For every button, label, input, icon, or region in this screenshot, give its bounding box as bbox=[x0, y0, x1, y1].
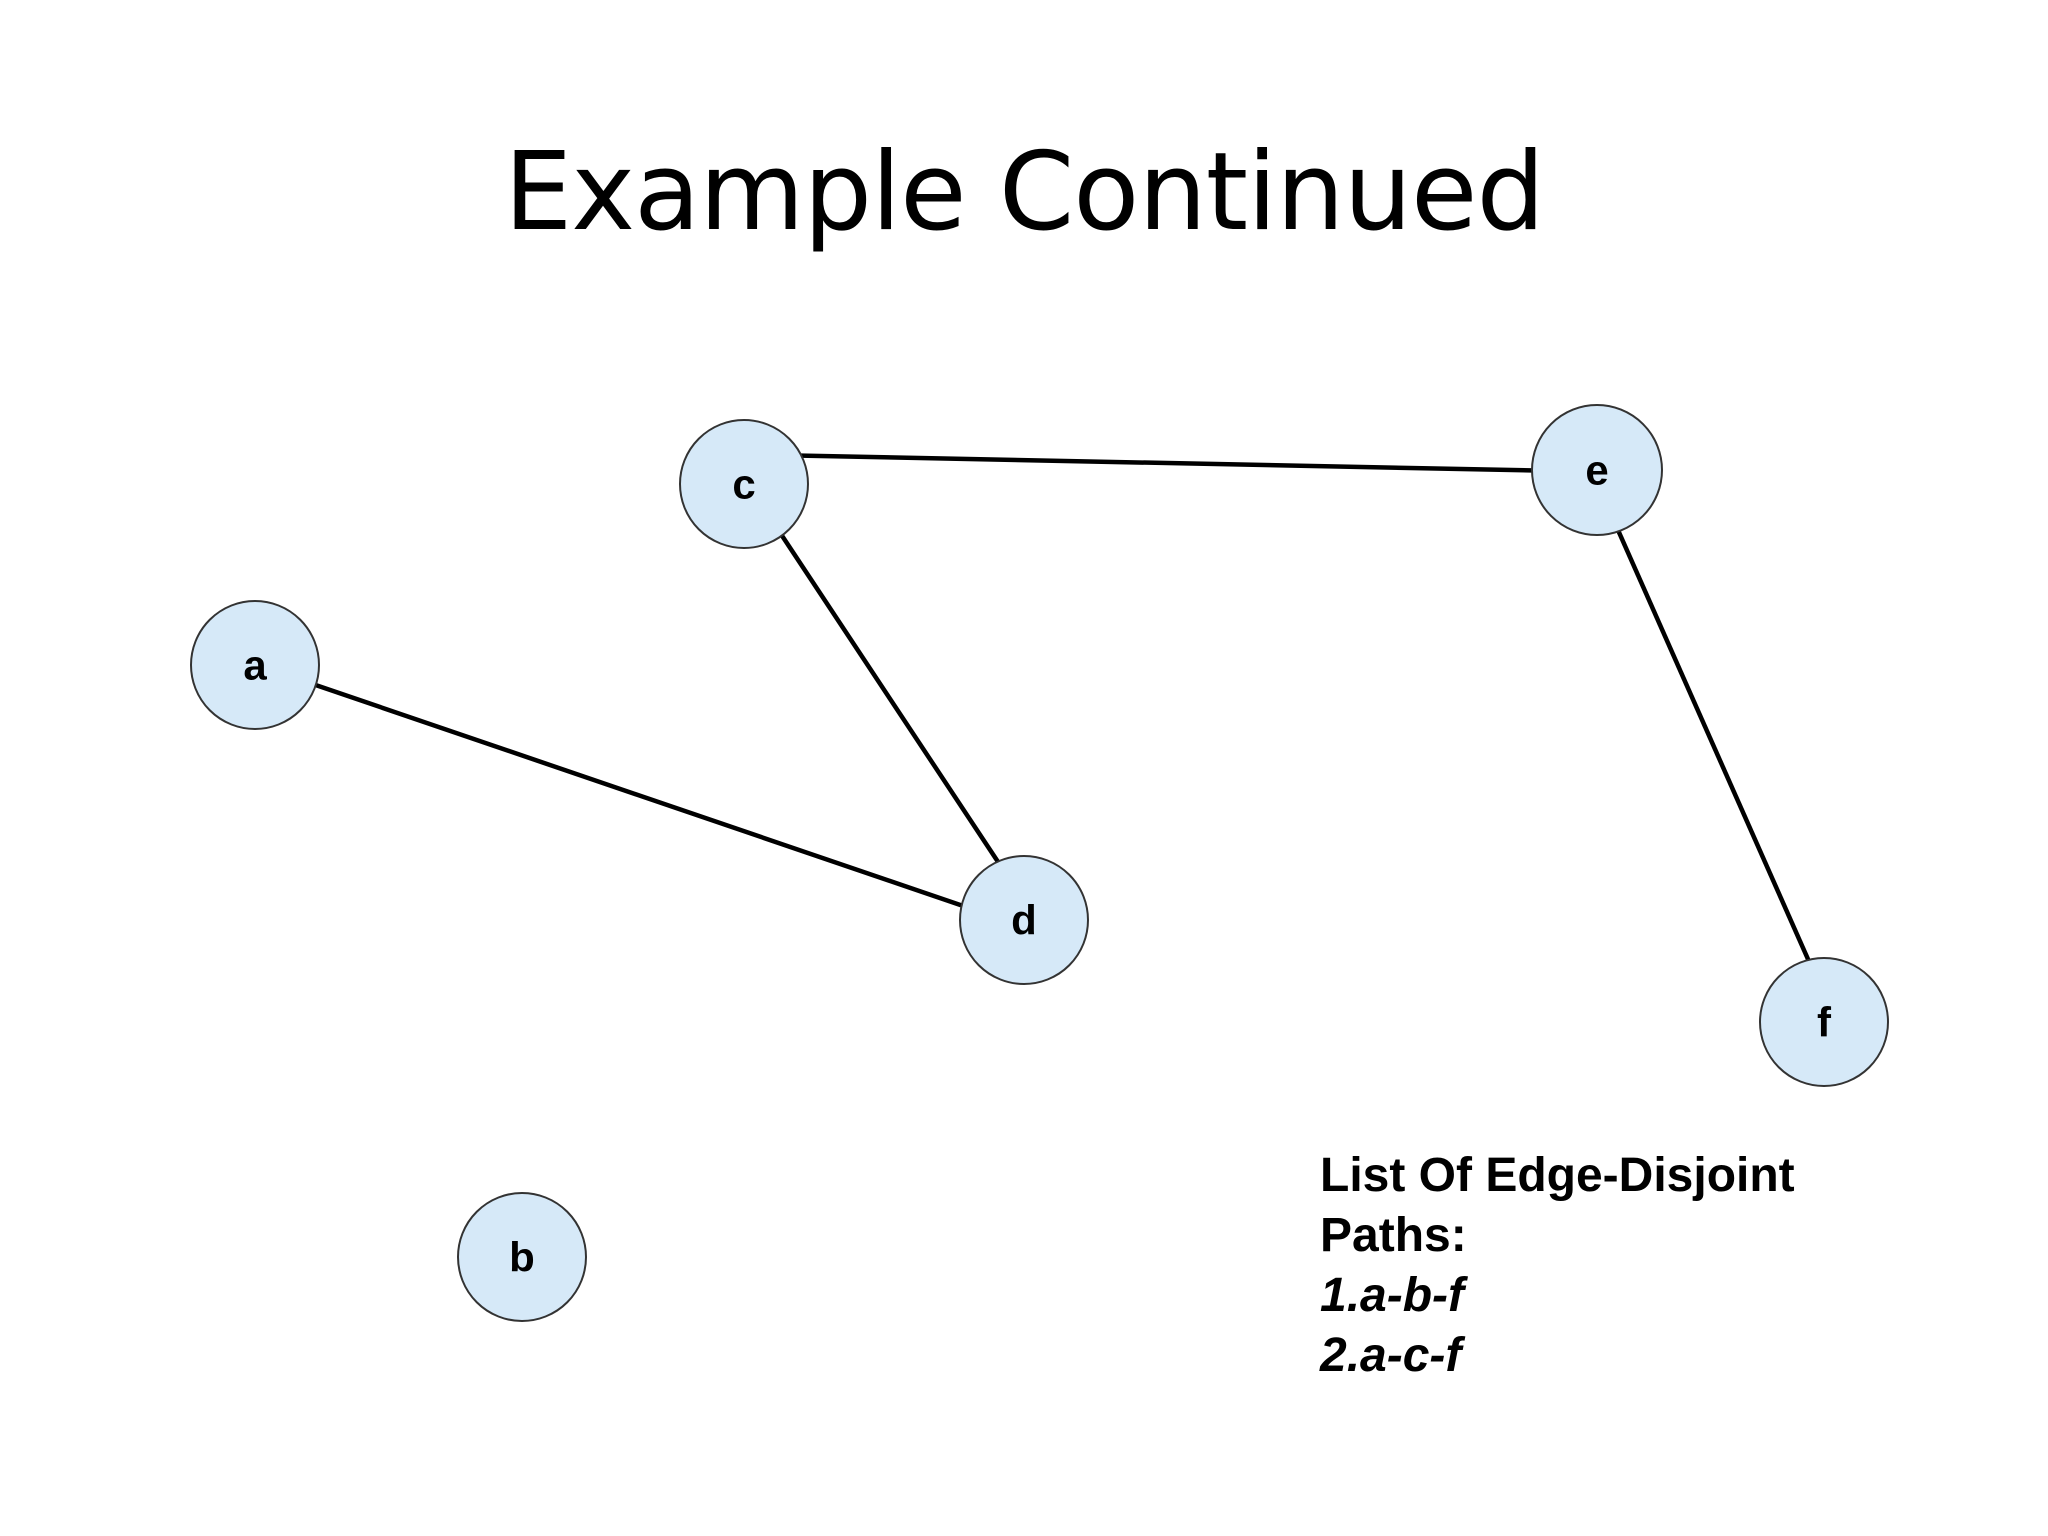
edge-c-d bbox=[763, 508, 1012, 882]
node-b-label: b bbox=[509, 1234, 535, 1281]
paths-heading: List Of Edge-Disjoint Paths: bbox=[1320, 1149, 1795, 1262]
path-item-1: 1.a-b-f bbox=[1320, 1269, 1464, 1322]
edge-disjoint-paths-block: List Of Edge-Disjoint Paths: 1.a-b-f 2.a… bbox=[1320, 1146, 1880, 1386]
edge-e-f bbox=[1607, 511, 1818, 976]
path-item-2: 2.a-c-f bbox=[1320, 1329, 1462, 1382]
node-c bbox=[679, 419, 809, 549]
edge-c-e bbox=[769, 452, 1561, 474]
node-d bbox=[959, 855, 1089, 985]
node-a-label: a bbox=[243, 642, 267, 689]
node-e bbox=[1531, 404, 1663, 536]
node-f bbox=[1759, 957, 1889, 1087]
slide-title: Example Continued bbox=[503, 130, 1545, 255]
node-f-label: f bbox=[1817, 999, 1832, 1046]
node-c-label: c bbox=[732, 461, 755, 508]
node-d-label: d bbox=[1011, 897, 1037, 944]
edge-a-d bbox=[294, 675, 976, 913]
node-e-label: e bbox=[1585, 447, 1608, 494]
node-a bbox=[190, 600, 320, 730]
node-b bbox=[457, 1192, 587, 1322]
